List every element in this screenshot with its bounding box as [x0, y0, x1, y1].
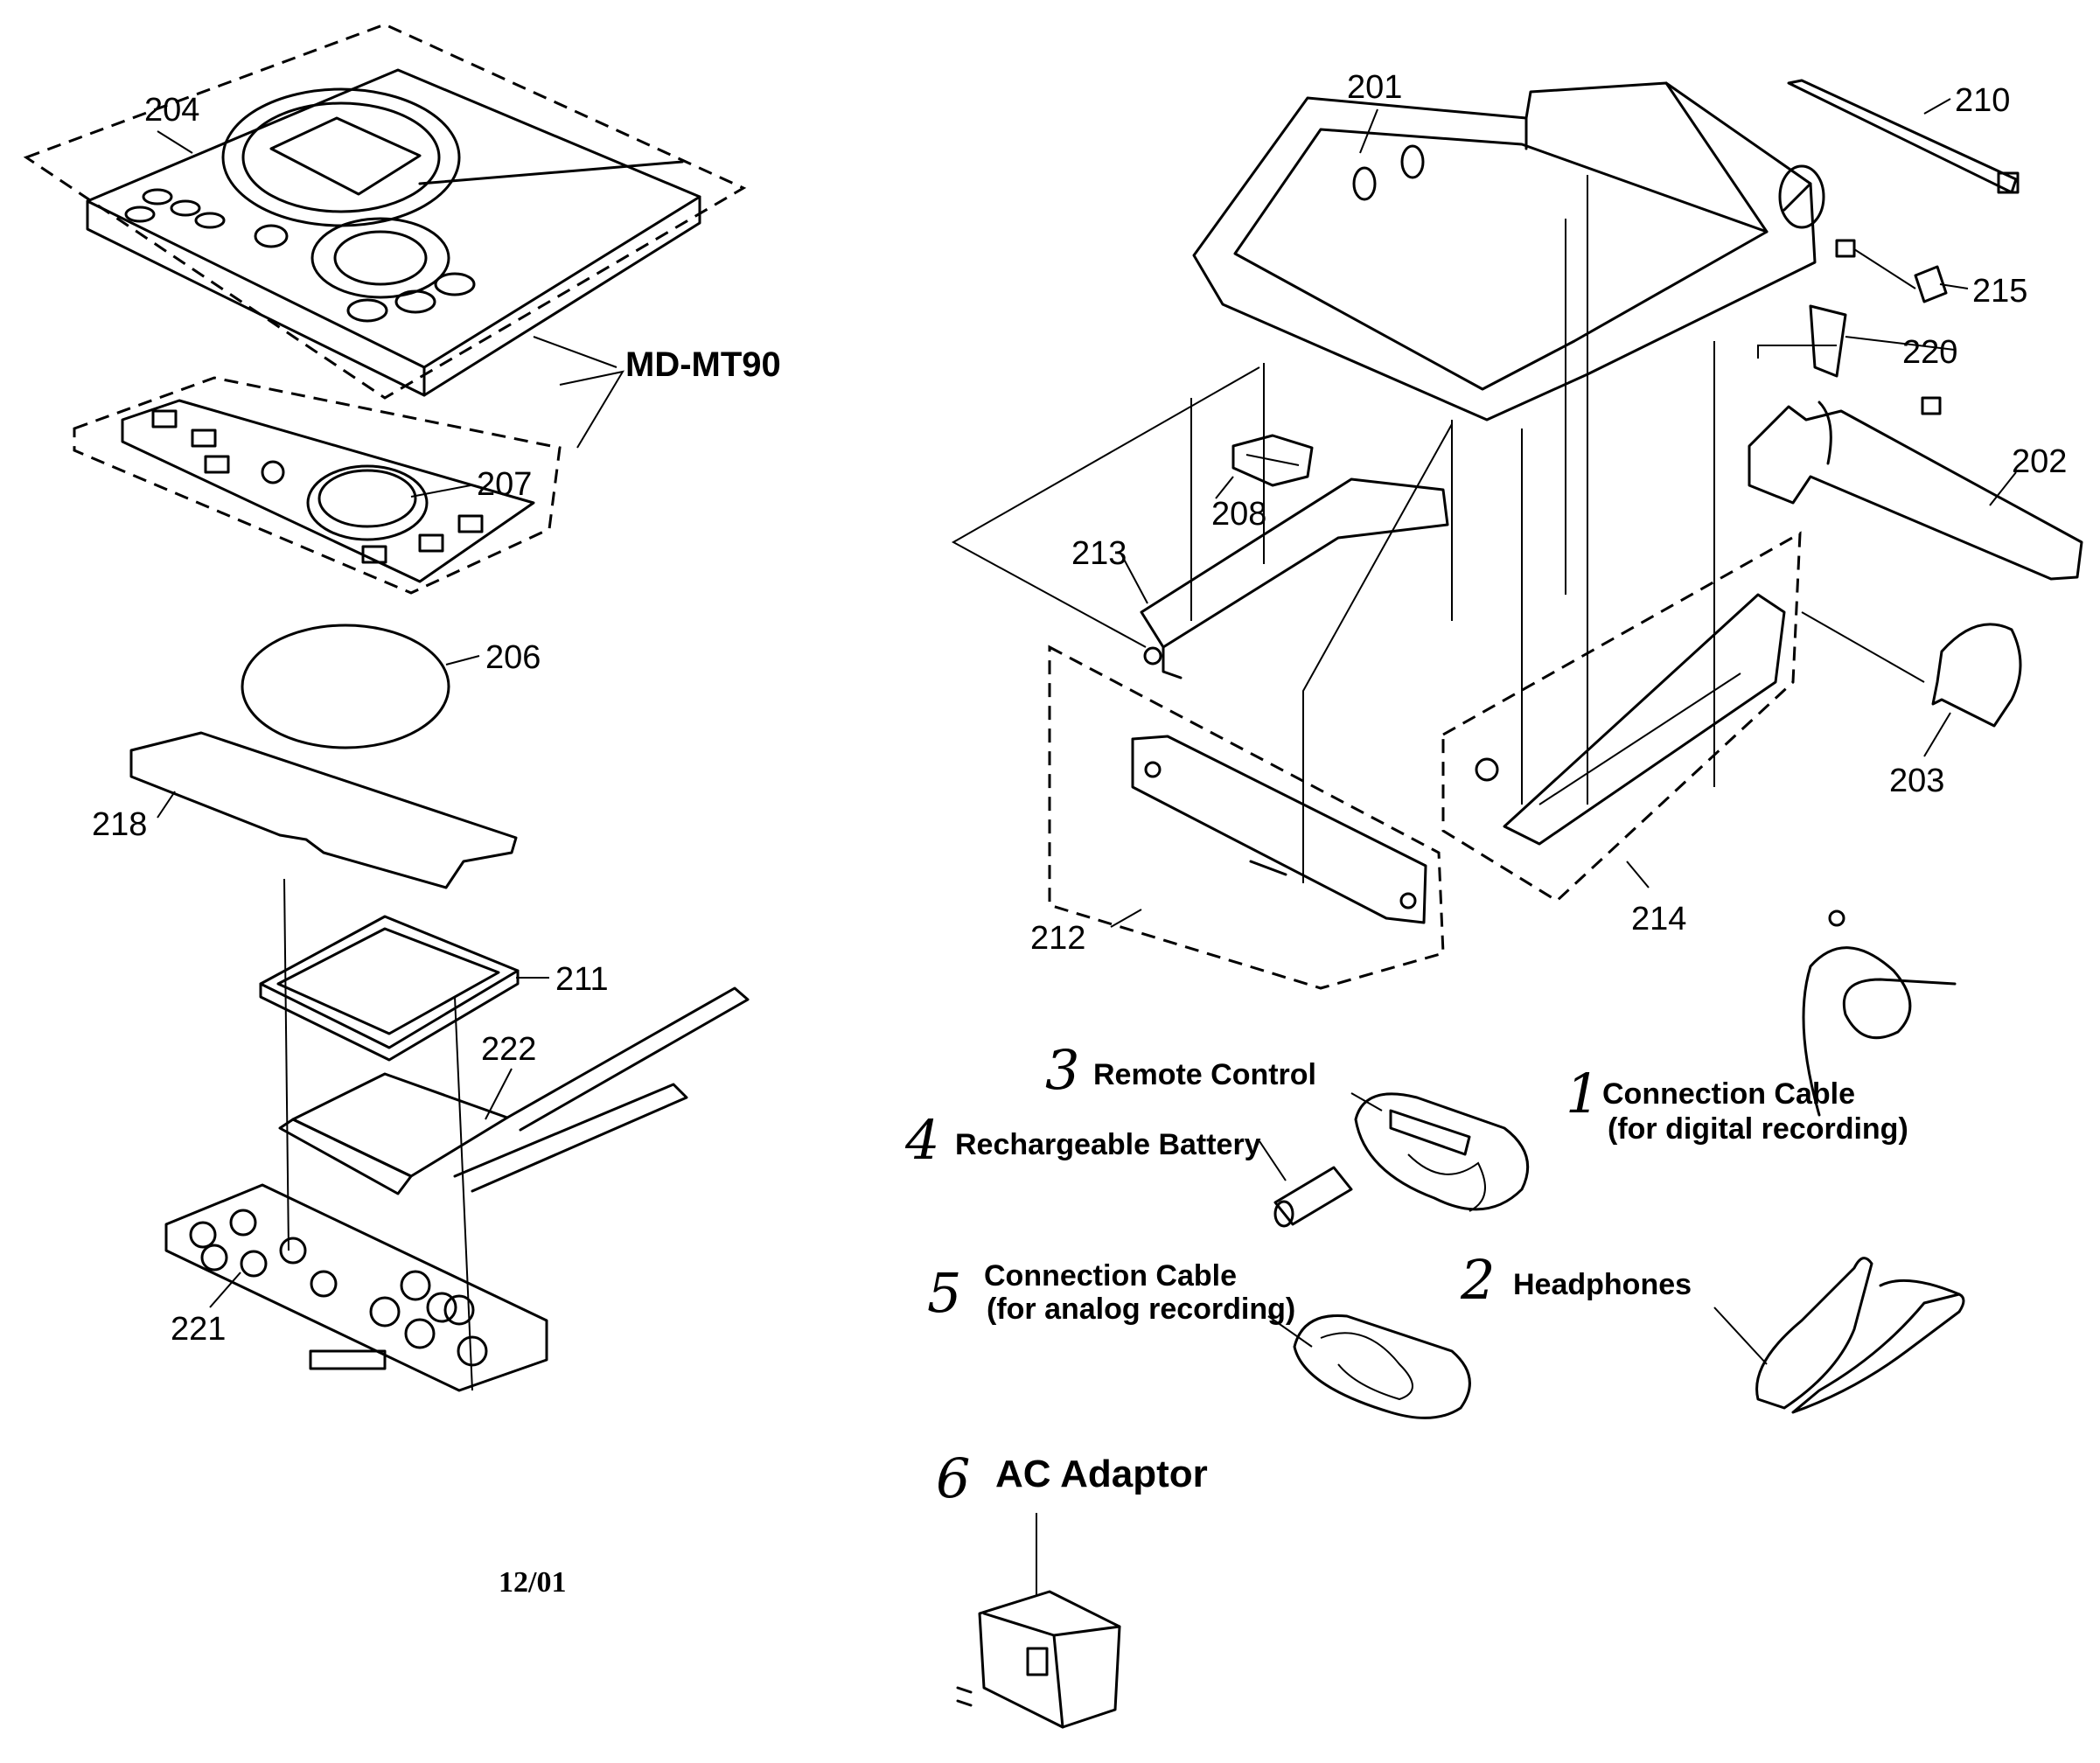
label-204: 204	[144, 92, 199, 129]
label-model: MD-MT90	[625, 345, 781, 384]
acc-2-number: 2	[1460, 1248, 1495, 1312]
label-220: 220	[1902, 334, 1957, 371]
board-dashed-box	[73, 376, 562, 595]
bar-210-drawing	[1787, 79, 2020, 194]
label-214: 214	[1631, 901, 1686, 937]
alignment-lines-right	[951, 175, 1715, 883]
frame-211-drawing	[259, 915, 520, 1062]
label-221: 221	[171, 1311, 226, 1348]
label-203: 203	[1889, 763, 1944, 799]
acc-1-label: Connection Cable	[1602, 1077, 1855, 1111]
accessory-leaders	[1259, 1092, 1768, 1365]
acc-1-number: 1	[1566, 1062, 1600, 1125]
chassis-201-drawing	[1192, 81, 1825, 422]
bracket-214-drawing	[1475, 593, 1786, 846]
alignment-lines-left	[283, 370, 625, 1391]
top-cabinet-dashed-box	[23, 23, 747, 400]
ac-adaptor-drawing	[956, 1513, 1121, 1729]
top-cabinet-204-drawing	[86, 68, 701, 397]
connection-cable-digital-drawing	[1802, 909, 1957, 1117]
label-207: 207	[477, 466, 532, 503]
leaders-left	[157, 130, 617, 1308]
acc-6-number: 6	[936, 1446, 970, 1510]
acc-4-label: Rechargeable Battery	[955, 1128, 1261, 1161]
label-206: 206	[485, 639, 541, 676]
date-code: 12/01	[499, 1566, 566, 1599]
part-202-drawing	[1748, 401, 2083, 581]
button-sheet-221-drawing	[164, 1183, 548, 1392]
part-208-drawing	[1231, 434, 1314, 487]
box-212-dashed	[1048, 645, 1445, 990]
label-213: 213	[1071, 535, 1127, 572]
label-212: 212	[1030, 920, 1085, 957]
switch-board-207-drawing	[121, 399, 535, 583]
acc-1-sublabel: (for digital recording)	[1608, 1112, 1908, 1146]
headphones-drawing	[1755, 1257, 1965, 1414]
part-203-drawing	[1801, 611, 2022, 728]
label-202: 202	[2012, 443, 2067, 480]
bracket-212-drawing	[1131, 735, 1427, 924]
lcd-222-drawing	[278, 986, 750, 1195]
connection-cable-analog-drawing	[1293, 1314, 1471, 1419]
battery-drawing	[1273, 1166, 1353, 1228]
label-211: 211	[555, 961, 609, 998]
parts-215-220-drawing	[1757, 239, 1948, 415]
box-214-dashed	[1441, 531, 1802, 902]
acc-5-label: Connection Cable	[984, 1259, 1237, 1293]
acc-3-number: 3	[1045, 1038, 1079, 1102]
label-210: 210	[1955, 82, 2010, 119]
sheet-218-drawing	[129, 731, 518, 889]
acc-2-label: Headphones	[1513, 1268, 1692, 1301]
disc-206-drawing	[241, 624, 450, 749]
acc-3-label: Remote Control	[1093, 1058, 1316, 1091]
acc-5-sublabel: (for analog recording)	[987, 1293, 1295, 1326]
remote-control-drawing	[1354, 1092, 1530, 1212]
leaders-right	[1110, 98, 2017, 928]
label-218: 218	[92, 806, 147, 843]
acc-4-number: 4	[904, 1108, 939, 1172]
label-215: 215	[1972, 273, 2027, 310]
bracket-213-drawing	[1140, 477, 1449, 679]
label-222: 222	[481, 1031, 536, 1068]
label-201: 201	[1347, 69, 1402, 106]
label-208: 208	[1211, 496, 1266, 533]
acc-6-label: AC Adaptor	[995, 1453, 1208, 1495]
acc-5-number: 5	[927, 1261, 961, 1325]
